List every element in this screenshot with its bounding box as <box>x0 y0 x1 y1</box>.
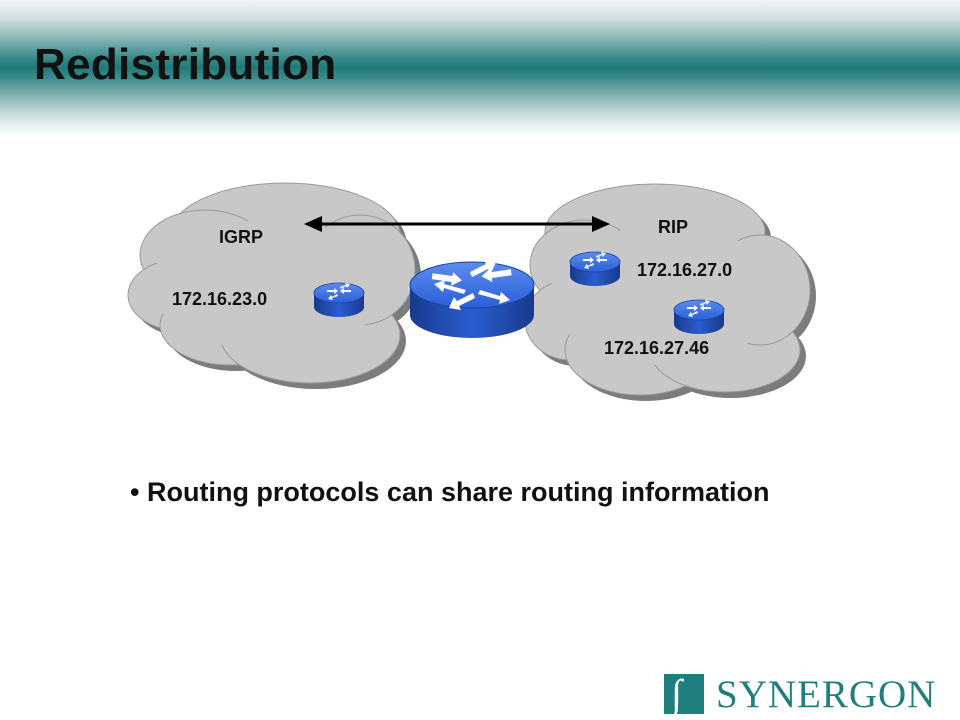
igrp-protocol-label: IGRP <box>219 227 263 247</box>
igrp-network-label: 172.16.23.0 <box>172 289 267 309</box>
border-router-icon <box>409 260 535 338</box>
rip-network-label-1: 172.16.27.0 <box>637 260 732 280</box>
redistribution-arrow <box>304 216 610 232</box>
rip-cloud <box>524 183 816 401</box>
header-band <box>0 0 960 135</box>
rip-router-icon-1 <box>569 251 621 286</box>
synergon-logo: ∫ SYNERGON <box>664 672 946 716</box>
rip-network-label-2: 172.16.27.46 <box>604 338 709 358</box>
igrp-cloud <box>127 182 421 389</box>
slide-title: Redistribution <box>34 40 337 89</box>
igrp-router-icon <box>313 282 365 317</box>
rip-router-icon-2 <box>673 299 725 334</box>
logo-mark-icon: ∫ <box>664 672 704 716</box>
bullet-text: Routing protocols can share routing info… <box>146 477 770 507</box>
rip-protocol-label: RIP <box>658 217 688 237</box>
logo-text: SYNERGON <box>716 673 937 716</box>
bullet-point: • Routing protocols can share routing in… <box>130 477 770 507</box>
